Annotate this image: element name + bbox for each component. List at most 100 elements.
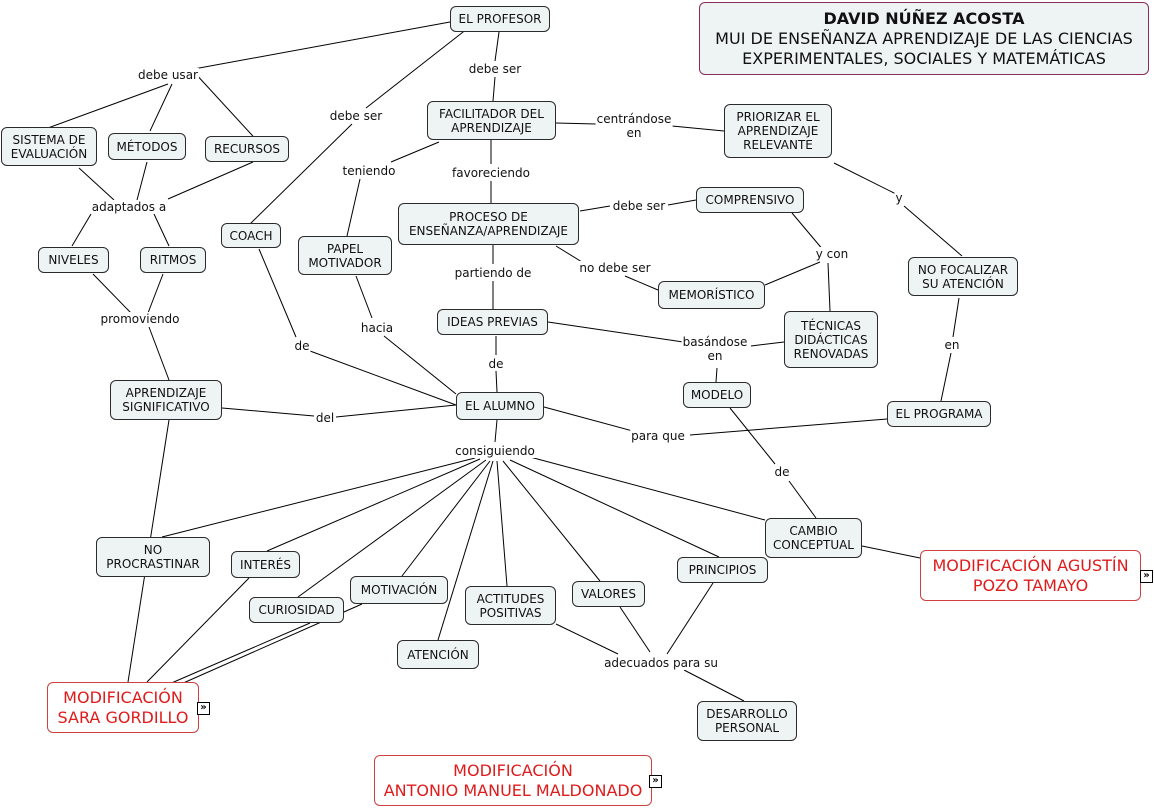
connector-line [833,162,897,195]
concept-curiosidad[interactable]: CURIOSIDAD [249,597,344,623]
connector-line [667,199,697,206]
connector-line [903,205,963,257]
connector-line [383,335,457,395]
connector-line [437,460,494,641]
connector-line [167,161,254,200]
expand-agustin-icon[interactable]: » [1140,570,1153,583]
link-label-adaptados: adaptados a [90,200,168,214]
concept-actitudes[interactable]: ACTITUDES POSITIVAS [465,586,556,625]
concept-no-focalizar[interactable]: NO FOCALIZAR SU ATENCIÓN [908,257,1018,296]
connector-line [494,31,500,62]
connector-line [365,24,473,109]
link-label-debe-ser-coach: debe ser [328,109,384,123]
connector-line [543,406,641,434]
concept-coach[interactable]: COACH [221,223,281,248]
connector-line [309,350,457,406]
connector-line [666,582,714,655]
connector-line [529,456,766,521]
concept-profesor[interactable]: EL PROFESOR [450,6,550,32]
connector-line [71,213,92,247]
connector-line [509,459,720,558]
link-label-no-debe-ser: no debe ser [578,261,652,275]
map-subtitle: MUI DE ENSEÑANZA APRENDIZAJE DE LAS CIEN… [715,28,1133,68]
link-label-debe-ser-comprensivo: debe ser [611,199,667,213]
connector-line [619,606,651,653]
connector-line [861,545,921,559]
connector-line [335,404,457,418]
concept-papel[interactable]: PAPEL MOTIVADOR [298,236,392,275]
connector-line [249,123,353,225]
link-label-de-modelo: de [773,465,791,479]
link-label-teniendo: teniendo [341,164,397,178]
concept-tecnicas[interactable]: TÉCNICAS DIDÁCTICAS RENOVADAS [784,311,878,368]
concept-atencion[interactable]: ATENCIÓN [397,640,479,669]
concept-ritmos[interactable]: RITMOS [140,247,206,273]
concept-metodos[interactable]: MÉTODOS [108,133,186,160]
concept-principios[interactable]: PRINCIPIOS [677,557,768,583]
concept-facilitador[interactable]: FACILITADOR DEL APRENDIZAJE [427,101,556,140]
connector-line [683,669,745,702]
connector-line [494,419,498,443]
concept-alumno[interactable]: EL ALUMNO [456,392,544,420]
connector-line [149,83,173,132]
concept-ideas-previas[interactable]: IDEAS PREVIAS [437,309,548,335]
connector-line [136,161,148,201]
connector-line [791,212,825,252]
concept-priorizar[interactable]: PRIORIZAR EL APRENDIZAJE RELEVANTE [724,104,832,158]
connector-line [750,341,785,347]
concept-modelo[interactable]: MODELO [683,382,751,408]
concept-cambio-conceptual[interactable]: CAMBIO CONCEPTUAL [765,518,862,558]
connector-line [355,275,373,319]
connector-line [689,418,888,436]
concept-memoristico[interactable]: MEMORÍSTICO [658,281,765,309]
expand-antonio-icon[interactable]: » [649,775,662,788]
expand-sara-icon[interactable]: » [197,702,210,715]
link-label-consiguiendo: consiguiendo [454,444,536,458]
concept-programa[interactable]: EL PROGRAMA [887,401,991,427]
connector-line [492,76,496,102]
concept-comprensivo[interactable]: COMPRENSIVO [696,187,804,213]
link-label-y: y [894,191,904,205]
modification-agustin[interactable]: MODIFICACIÓN AGUSTÍN POZO TAMAYO [920,550,1141,601]
concept-valores[interactable]: VALORES [572,581,645,607]
link-label-debe-ser-profesor-facilitador: debe ser [467,62,523,76]
connector-line [827,262,831,312]
connector-line [297,459,487,598]
connector-line [221,407,315,417]
link-label-y-con: y con [814,247,850,261]
connector-line [171,21,451,74]
author-name: DAVID NÚÑEZ ACOSTA [823,8,1025,28]
connector-line [266,458,481,552]
link-label-adecuados: adecuados para su [603,656,719,670]
concept-proceso[interactable]: PROCESO DE ENSEÑANZA/APRENDIZAJE [398,203,579,245]
link-label-en: en [943,338,961,352]
connector-line [547,321,691,344]
concept-motivacion[interactable]: MOTIVACIÓN [350,576,448,604]
concept-aprendizaje-significativo[interactable]: APRENDIZAJE SIGNIFICATIVO [110,380,222,420]
modification-sara[interactable]: MODIFICACIÓN SARA GORDILLO [47,682,199,733]
link-label-de-coach: de [293,339,311,353]
connector-line [346,178,361,237]
connector-line [952,297,960,338]
connector-line [92,273,132,314]
connector-line [78,167,115,201]
connector-line [555,122,597,125]
connector-line [148,326,170,381]
connector-line [940,352,952,402]
connector-line [502,460,601,582]
concept-recursos[interactable]: RECURSOS [205,136,289,162]
title-box: DAVID NÚÑEZ ACOSTA MUI DE ENSEÑANZA APRE… [699,2,1149,75]
concept-no-procrastinar[interactable]: NO PROCRASTINAR [96,537,210,577]
connector-line [258,248,297,338]
concept-niveles[interactable]: NIVELES [38,247,109,273]
modification-antonio[interactable]: MODIFICACIÓN ANTONIO MANUEL MALDONADO [374,755,652,806]
concept-sistema[interactable]: SISTEMA DE EVALUACIÓN [1,127,97,166]
connector-line [624,275,659,291]
link-label-centrandose: centrándose en [595,112,673,140]
connector-line [555,623,619,655]
connector-line [579,205,611,212]
link-label-para-que: para que [630,429,686,443]
concept-desarrollo[interactable]: DESARROLLO PERSONAL [697,701,797,741]
concept-interes[interactable]: INTERÉS [231,551,300,578]
